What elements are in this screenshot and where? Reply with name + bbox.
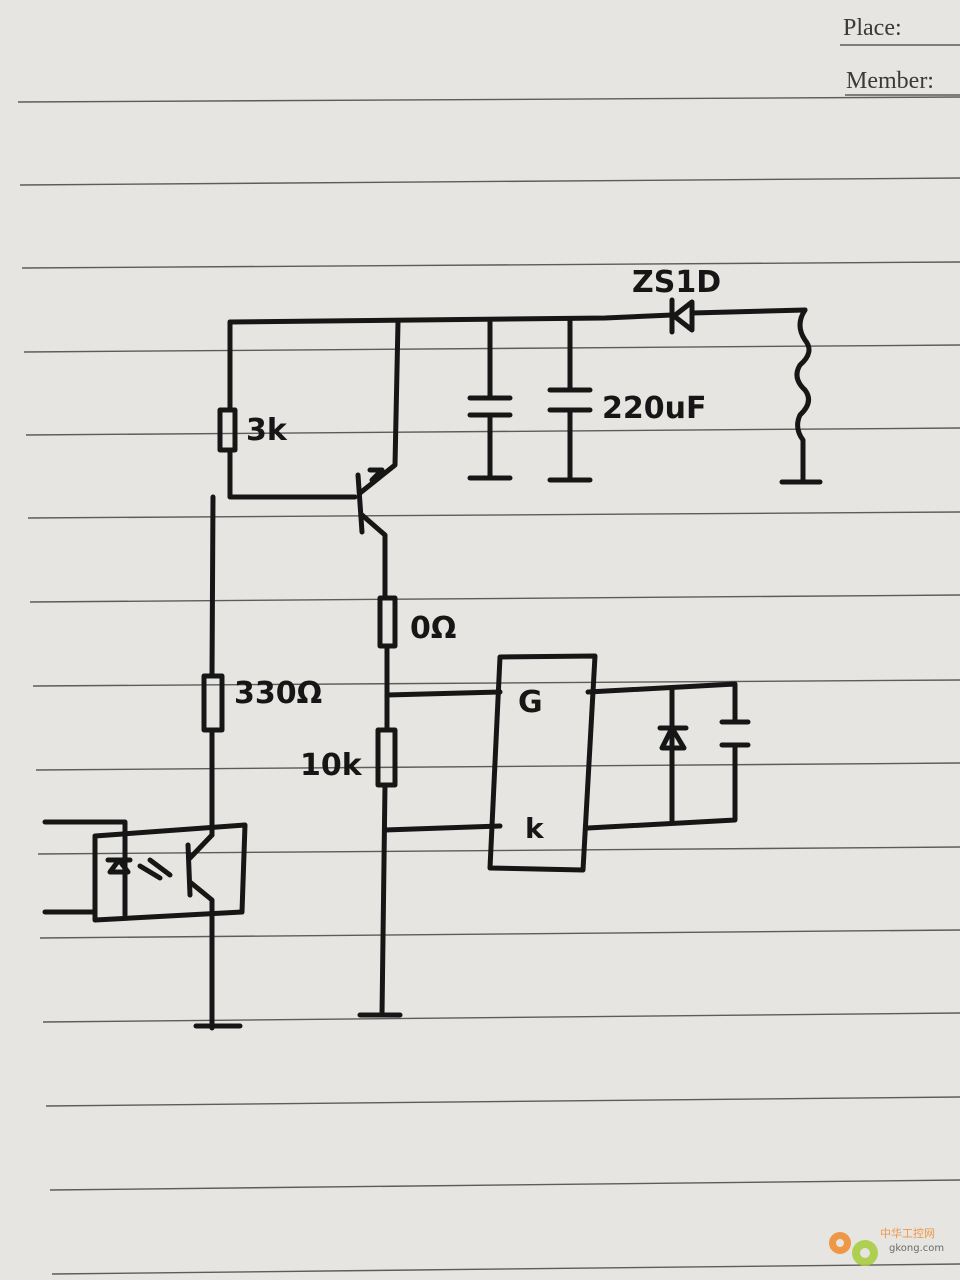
capacitor-label: 220uF — [602, 391, 706, 426]
inductor-coil-symbol — [794, 307, 812, 485]
resistor-3k-symbol — [217, 407, 238, 453]
optocoupler-symbol — [42, 819, 248, 1031]
zener-label: ZS1D — [632, 265, 721, 300]
resistor-10k-symbol — [375, 727, 398, 788]
circuit-diagram — [42, 297, 823, 1031]
svg-text:gkong.com: gkong.com — [889, 1243, 944, 1254]
gate-wire — [384, 689, 503, 698]
resistor-0ohm-symbol — [377, 595, 398, 649]
module-box — [487, 653, 598, 873]
wire — [357, 643, 403, 1018]
wire — [227, 319, 358, 500]
gate-pin-label: G — [518, 685, 543, 720]
member-label: Member: — [846, 68, 934, 94]
resistor-0ohm-label: 0Ω — [410, 611, 456, 646]
zener-diode-symbol — [669, 297, 695, 335]
resistor-330ohm-symbol — [201, 673, 225, 733]
watermark-logo: 中华工控网 gkong.com — [829, 1226, 944, 1266]
capacitor-1-symbol — [467, 319, 513, 481]
cathode-wire — [382, 823, 503, 833]
wire — [585, 681, 738, 831]
diode-symbol — [657, 685, 689, 825]
ruled-lines — [17, 44, 960, 1275]
capacitor-220uF-symbol — [547, 317, 593, 483]
capacitor-small-symbol — [719, 719, 751, 748]
svg-text:中华工控网: 中华工控网 — [880, 1226, 935, 1240]
resistor-330ohm-label: 330Ω — [234, 676, 322, 711]
resistor-3k-label: 3k — [246, 413, 288, 448]
pnp-transistor-symbol — [355, 319, 401, 601]
cathode-pin-label: k — [525, 812, 545, 845]
top-rail-wire — [227, 307, 808, 325]
resistor-10k-label: 10k — [300, 748, 363, 783]
wire — [209, 494, 216, 838]
place-label: Place: — [843, 15, 902, 41]
